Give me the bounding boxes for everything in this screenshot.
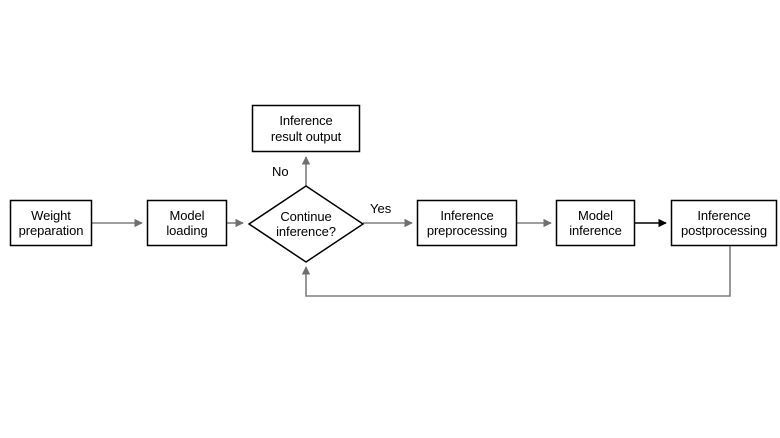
edge-label-yes: Yes <box>370 201 392 216</box>
node-shape-weight-preparation[interactable] <box>9 199 93 247</box>
edge-label-no: No <box>272 164 289 179</box>
node-shape-continue-inference[interactable] <box>247 185 365 263</box>
node-shape-inference-preprocessing[interactable] <box>416 199 518 247</box>
node-shape-model-loading[interactable] <box>146 199 228 247</box>
node-shape-model-inference[interactable] <box>555 199 636 247</box>
node-shape-inference-result-output[interactable] <box>251 104 361 153</box>
node-shape-inference-postprocessing[interactable] <box>670 199 778 247</box>
edge-postprocessing-feedback-to-decision <box>301 246 731 297</box>
